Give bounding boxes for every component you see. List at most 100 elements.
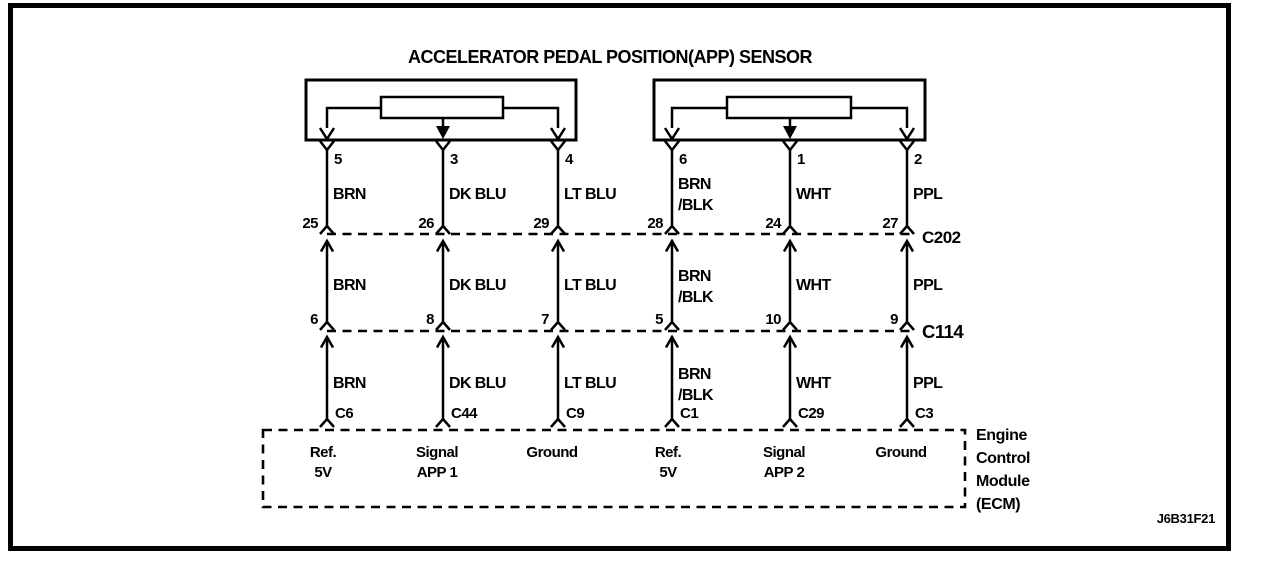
- c202-pin-label: 26: [418, 215, 434, 232]
- sensor-socket-icon: [318, 139, 336, 152]
- wire-color-label: DK BLU: [449, 186, 506, 203]
- wire-color-label: BRN: [333, 277, 366, 294]
- wire-column-6: 2 PPL 27 PPL 9 PPL C3 Ground: [875, 139, 944, 461]
- sensor-pin-label: 1: [797, 151, 805, 168]
- c114-socket-icon: [549, 320, 567, 332]
- wire-column-2: 3 DK BLU 26 DK BLU 8 DK BLU C44 Signal A…: [416, 139, 506, 481]
- sensor-socket-icon: [549, 139, 567, 152]
- down-arrow-icon: [898, 126, 916, 141]
- sensor-socket-icon: [898, 139, 916, 152]
- c114-pin-label: 8: [426, 311, 434, 328]
- ecm-function-label: Ref.: [310, 444, 337, 461]
- c202-pin-label: 24: [765, 215, 782, 232]
- connector-c202: C202: [327, 228, 961, 247]
- ecm-label-line: (ECM): [976, 496, 1020, 513]
- wire-color-label: WHT: [796, 186, 831, 203]
- c114-pin-label: 9: [890, 311, 898, 328]
- c114-label: C114: [922, 321, 964, 342]
- ecm-socket-icon: [898, 417, 916, 429]
- c202-socket-icon: [781, 224, 799, 236]
- ecm-pin-label: C3: [915, 405, 933, 422]
- resistor-symbol: [379, 95, 505, 120]
- resistor-symbol: [725, 95, 853, 120]
- wire-color-label: LT BLU: [564, 375, 616, 392]
- ecm-socket-icon: [663, 417, 681, 429]
- c114-pin-label: 5: [655, 311, 663, 328]
- wire-color-label: BRN: [678, 366, 711, 383]
- ecm-socket-icon: [781, 417, 799, 429]
- sensor-outline: [304, 78, 578, 142]
- down-arrow-icon: [663, 126, 681, 141]
- ecm-function-label: Ground: [526, 444, 577, 461]
- resistor-right-lead: [503, 106, 560, 128]
- sensor-outline: [652, 78, 927, 142]
- sensor-socket-icon: [781, 139, 799, 152]
- wire-color-label: /BLK: [678, 289, 714, 306]
- wire-color-label: BRN: [678, 268, 711, 285]
- c114-socket-icon: [663, 320, 681, 332]
- wire-column-4: 6 BRN /BLK 28 BRN /BLK 5 BRN /BLK C1 Ref…: [647, 139, 715, 481]
- ecm-function-label: APP 1: [417, 464, 458, 481]
- ecm-outline: [261, 428, 967, 509]
- ecm-label-line: Engine: [976, 427, 1027, 444]
- wire-color-label: BRN: [678, 176, 711, 193]
- ecm-function-label: Ref.: [655, 444, 682, 461]
- diagram-title: ACCELERATOR PEDAL POSITION(APP) SENSOR: [408, 47, 813, 67]
- wiper-arrow-icon: [436, 126, 450, 139]
- ecm-pin-label: C29: [798, 405, 824, 422]
- ecm-function-label: 5V: [659, 464, 677, 481]
- c202-pin-label: 27: [882, 215, 898, 232]
- wire-color-label: DK BLU: [449, 277, 506, 294]
- sensor-pin-label: 2: [914, 151, 922, 168]
- page-border: [8, 3, 1231, 551]
- c114-socket-icon: [898, 320, 916, 332]
- ecm-pin-label: C6: [335, 405, 353, 422]
- c114-socket-icon: [318, 320, 336, 332]
- ecm-function-label: Ground: [875, 444, 926, 461]
- resistor-right-lead: [851, 106, 909, 128]
- c202-pin-label: 28: [647, 215, 663, 232]
- down-arrow-icon: [318, 126, 336, 141]
- wire-color-label: /BLK: [678, 387, 714, 404]
- sensor-pin-label: 4: [565, 151, 574, 168]
- wire-color-label: LT BLU: [564, 186, 616, 203]
- c202-pin-label: 25: [302, 215, 318, 232]
- c114-pin-label: 6: [310, 311, 318, 328]
- c114-socket-icon: [781, 320, 799, 332]
- sensor-pin-label: 6: [679, 151, 687, 168]
- ecm-function-label: Signal: [763, 444, 805, 461]
- ecm-pin-label: C1: [680, 405, 698, 422]
- app-sensor-2-box: [652, 78, 927, 142]
- sensor-pin-label: 3: [450, 151, 458, 168]
- sensor-pin-label: 5: [334, 151, 342, 168]
- wire-color-label: BRN: [333, 375, 366, 392]
- wire-column-1: 5 BRN 25 BRN 6 BRN C6 Ref. 5V: [302, 139, 367, 481]
- c202-socket-icon: [549, 224, 567, 236]
- c114-pin-label: 10: [765, 311, 781, 328]
- resistor-left-lead: [325, 106, 381, 128]
- connector-c114: C114: [327, 321, 965, 342]
- sensor-socket-icon: [434, 139, 452, 152]
- ecm-box: [261, 428, 967, 509]
- ecm-label-line: Module: [976, 473, 1030, 490]
- wire-color-label: PPL: [913, 186, 943, 203]
- wire-column-5: 1 WHT 24 WHT 10 WHT C29 Signal APP 2: [763, 139, 832, 481]
- ecm-pin-label: C44: [451, 405, 478, 422]
- figure-code: J6B31F21: [1157, 511, 1215, 526]
- resistor-left-lead: [670, 106, 727, 128]
- down-arrow-icon: [549, 126, 567, 141]
- ecm-side-label: Engine Control Module (ECM): [976, 427, 1030, 513]
- ecm-socket-icon: [434, 417, 452, 429]
- sensor-socket-icon: [663, 139, 681, 152]
- ecm-label-line: Control: [976, 450, 1030, 467]
- wire-color-label: LT BLU: [564, 277, 616, 294]
- wiper-arrow-icon: [783, 126, 797, 139]
- wire-color-label: WHT: [796, 375, 831, 392]
- c114-pin-label: 7: [541, 311, 549, 328]
- wire-color-label: PPL: [913, 277, 943, 294]
- wire-color-label: BRN: [333, 186, 366, 203]
- c114-socket-icon: [434, 320, 452, 332]
- ecm-function-label: 5V: [314, 464, 332, 481]
